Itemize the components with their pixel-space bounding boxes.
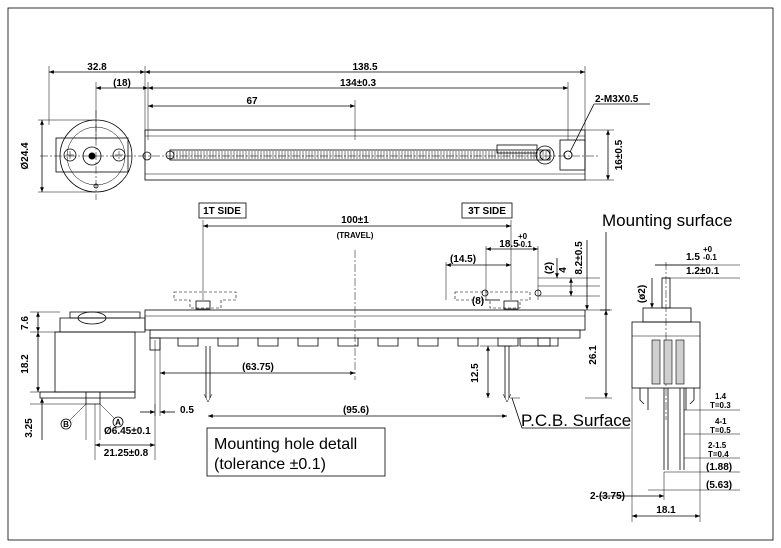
label-3t-side: 3T SIDE	[468, 206, 506, 217]
marker-a: A	[115, 418, 121, 427]
dim-18-5-tol-plus: +0	[518, 232, 528, 241]
dim-1-4: 1.4	[715, 392, 727, 401]
resistive-track	[173, 151, 547, 159]
dim-18-1: 18.1	[656, 505, 676, 516]
dim-dia-24-4: Ø24.4	[20, 142, 31, 170]
marker-b: B	[63, 420, 69, 429]
dim-95-6: (95.6)	[343, 405, 369, 416]
dim-2-m3: 2-M3X0.5	[595, 94, 639, 105]
dim-travel: 100±1	[341, 215, 369, 226]
mounting-surface-label: Mounting surface	[602, 211, 732, 230]
dim-3-25: 3.25	[24, 418, 35, 438]
dim-14-5: (14.5)	[450, 254, 476, 265]
note-line-2: (tolerance ±0.1)	[214, 456, 326, 473]
dim-18-2: 18.2	[20, 354, 31, 374]
dim-8: (8)	[472, 296, 484, 307]
pcb-surface-label: P.C.B. Surface	[521, 411, 631, 430]
dim-1-88: (1.88)	[706, 462, 732, 473]
dim-8-2: 8.2±0.5	[574, 241, 585, 275]
dim-t-0-5: T=0.5	[710, 426, 731, 435]
travel-note: (TRAVEL)	[337, 231, 374, 240]
dim-63-75: (63.75)	[242, 362, 274, 373]
dim-0-5: 0.5	[180, 405, 194, 416]
dim-18: (18)	[113, 78, 131, 89]
dim-16: 16±0.5	[614, 139, 625, 170]
dim-26-1: 26.1	[588, 345, 599, 365]
dim-dia-6-45: Ø6.45±0.1	[104, 426, 151, 437]
dim-t-0-3: T=0.3	[710, 401, 731, 410]
dim-138-5: 138.5	[352, 62, 377, 73]
dim-18-5-tol-minus: -0.1	[518, 240, 532, 249]
dim-phi-2: (ø2)	[637, 285, 648, 303]
dim-21-25: 21.25±0.8	[104, 448, 149, 459]
side-view: 1T SIDE 3T SIDE 100±1 (TRAVEL) 18.5 +0 -…	[20, 202, 732, 460]
dim-1-5: 1.5	[686, 252, 700, 263]
dim-5-63: (5.63)	[706, 480, 732, 491]
dim-12-5: 12.5	[470, 363, 481, 383]
dim-2-3-75: 2-(3.75)	[590, 491, 625, 502]
dim-t-0-4: T=0.4	[708, 450, 729, 459]
dim-32-8: 32.8	[87, 62, 107, 73]
dim-1-5-tol-plus: +0	[703, 245, 713, 254]
dim-2: (2)	[544, 262, 555, 274]
dim-4-1: 4-1	[715, 417, 727, 426]
dim-67: 67	[246, 96, 258, 107]
dim-134: 134±0.3	[340, 78, 377, 89]
mounting-hole-note: Mounting hole detall (tolerance ±0.1)	[206, 427, 386, 477]
dim-4: 4	[558, 267, 569, 273]
top-view: 32.8 138.5 (18) 134±0.3 67	[20, 62, 650, 200]
dim-1-5-tol-minus: -0.1	[703, 253, 717, 262]
dim-18-5: 18.5	[499, 239, 519, 250]
label-1t-side: 1T SIDE	[203, 206, 241, 217]
end-view: 1.5 +0 -0.1 1.2±0.1 (ø2) 1.4 T=0.3 4-1 T…	[590, 245, 740, 522]
drawing-frame	[7, 7, 774, 541]
dim-1-2: 1.2±0.1	[686, 266, 720, 277]
dim-7-6: 7.6	[20, 316, 31, 330]
dim-2-1-5: 2-1.5	[708, 441, 727, 450]
note-line-1: Mounting hole detall	[214, 436, 357, 453]
